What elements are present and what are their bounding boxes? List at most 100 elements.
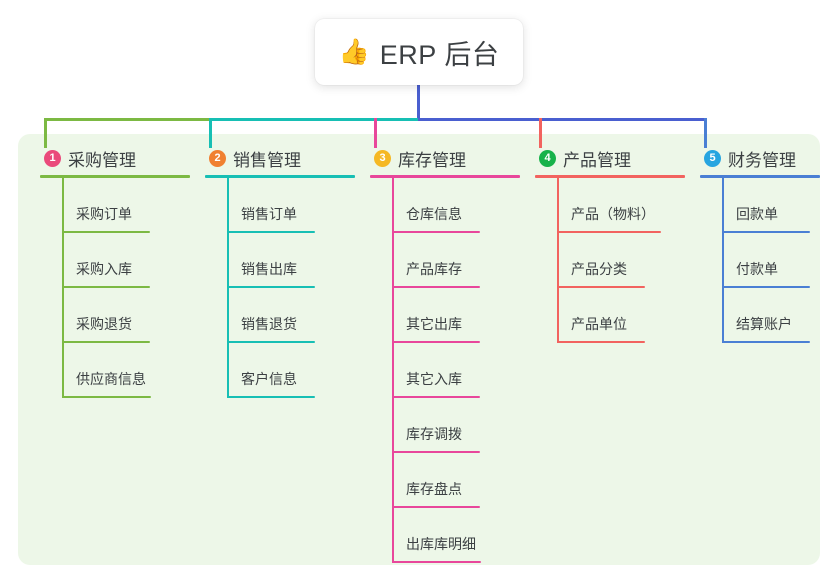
column-rule-3 (370, 175, 520, 178)
column-3: 3 库存管理仓库信息产品库存其它出库其它入库库存调拨库存盘点出库库明细 (370, 146, 520, 563)
drop-line-4 (539, 118, 542, 148)
list-item-label: 产品单位 (571, 316, 627, 332)
column-items-3: 仓库信息产品库存其它出库其它入库库存调拨库存盘点出库库明细 (392, 178, 520, 563)
column-header-2[interactable]: 2 销售管理 (205, 146, 355, 170)
bus-segment-1 (44, 118, 209, 121)
column-badge-3: 3 (374, 149, 391, 167)
column-header-5[interactable]: 5 财务管理 (700, 146, 820, 170)
column-2: 2 销售管理销售订单销售出库销售退货客户信息 (205, 146, 355, 398)
drop-line-1 (44, 118, 47, 148)
column-rule-2 (205, 175, 355, 178)
list-item[interactable]: 供应商信息 (62, 343, 190, 398)
list-item[interactable]: 产品（物料） (557, 178, 685, 233)
list-item[interactable]: 产品库存 (392, 233, 520, 288)
list-item-label: 其它入库 (406, 371, 462, 387)
root-node-title: ERP 后台 (379, 39, 500, 70)
list-item-label: 其它出库 (406, 316, 462, 332)
list-item-rule (557, 341, 645, 343)
list-item[interactable]: 采购入库 (62, 233, 190, 288)
column-spine-5 (722, 178, 724, 343)
list-item-label: 产品库存 (406, 261, 462, 277)
list-item-rule (392, 286, 480, 288)
list-item-label: 库存调拨 (406, 426, 462, 442)
column-title-2: 销售管理 (233, 150, 301, 170)
list-item-rule (392, 451, 480, 453)
list-item[interactable]: 销售出库 (227, 233, 355, 288)
list-item-label: 出库库明细 (406, 536, 476, 552)
list-item[interactable]: 库存盘点 (392, 453, 520, 508)
column-spine-4 (557, 178, 559, 343)
list-item[interactable]: 回款单 (722, 178, 820, 233)
column-badge-5: 5 (704, 149, 721, 167)
list-item[interactable]: 产品单位 (557, 288, 685, 343)
list-item-label: 结算账户 (736, 316, 792, 332)
column-5: 5 财务管理回款单付款单结算账户 (700, 146, 820, 343)
list-item-label: 采购退货 (76, 316, 132, 332)
list-item[interactable]: 采购订单 (62, 178, 190, 233)
list-item[interactable]: 采购退货 (62, 288, 190, 343)
list-item-label: 产品（物料） (571, 206, 655, 222)
column-spine-3 (392, 178, 394, 563)
list-item[interactable]: 其它入库 (392, 343, 520, 398)
column-header-3[interactable]: 3 库存管理 (370, 146, 520, 170)
list-item-rule (62, 286, 150, 288)
list-item-rule (557, 231, 661, 233)
list-item[interactable]: 出库库明细 (392, 508, 520, 563)
list-item-label: 库存盘点 (406, 481, 462, 497)
list-item-rule (722, 341, 810, 343)
list-item-label: 销售订单 (241, 206, 297, 222)
column-rule-1 (40, 175, 190, 178)
list-item-label: 供应商信息 (76, 371, 146, 387)
column-spine-2 (227, 178, 229, 398)
column-rule-4 (535, 175, 685, 178)
list-item-rule (392, 561, 481, 563)
column-title-5: 财务管理 (728, 150, 796, 170)
list-item-rule (227, 341, 315, 343)
list-item-label: 采购订单 (76, 206, 132, 222)
list-item[interactable]: 销售订单 (227, 178, 355, 233)
list-item-rule (227, 286, 315, 288)
list-item[interactable]: 库存调拨 (392, 398, 520, 453)
bus-segment-2 (209, 118, 418, 121)
list-item-rule (557, 286, 645, 288)
list-item-label: 客户信息 (241, 371, 297, 387)
list-item-rule (392, 506, 480, 508)
list-item[interactable]: 结算账户 (722, 288, 820, 343)
column-spine-1 (62, 178, 64, 398)
list-item[interactable]: 产品分类 (557, 233, 685, 288)
column-title-3: 库存管理 (398, 150, 466, 170)
column-badge-2: 2 (209, 149, 226, 167)
list-item[interactable]: 其它出库 (392, 288, 520, 343)
list-item-rule (392, 396, 480, 398)
list-item-label: 销售出库 (241, 261, 297, 277)
list-item-label: 采购入库 (76, 261, 132, 277)
list-item-label: 仓库信息 (406, 206, 462, 222)
drop-line-2 (209, 118, 212, 148)
list-item-rule (62, 396, 151, 398)
list-item-label: 销售退货 (241, 316, 297, 332)
list-item-rule (722, 231, 810, 233)
list-item-rule (62, 341, 150, 343)
list-item-label: 付款单 (736, 261, 778, 277)
trunk-line (417, 85, 420, 121)
column-rule-5 (700, 175, 820, 178)
list-item[interactable]: 客户信息 (227, 343, 355, 398)
column-items-4: 产品（物料） 产品分类产品单位 (557, 178, 685, 343)
column-badge-1: 1 (44, 149, 61, 167)
list-item-rule (392, 231, 480, 233)
column-items-5: 回款单付款单结算账户 (722, 178, 820, 343)
list-item[interactable]: 付款单 (722, 233, 820, 288)
list-item[interactable]: 销售退货 (227, 288, 355, 343)
root-node-card[interactable]: 👍 ERP 后台 (315, 19, 523, 85)
thumbs-up-icon: 👍 (338, 37, 370, 66)
column-items-1: 采购订单采购入库采购退货供应商信息 (62, 178, 190, 398)
column-items-2: 销售订单销售出库销售退货客户信息 (227, 178, 355, 398)
drop-line-5 (704, 118, 707, 148)
list-item-rule (392, 341, 480, 343)
bus-segment-3 (418, 118, 707, 121)
list-item[interactable]: 仓库信息 (392, 178, 520, 233)
